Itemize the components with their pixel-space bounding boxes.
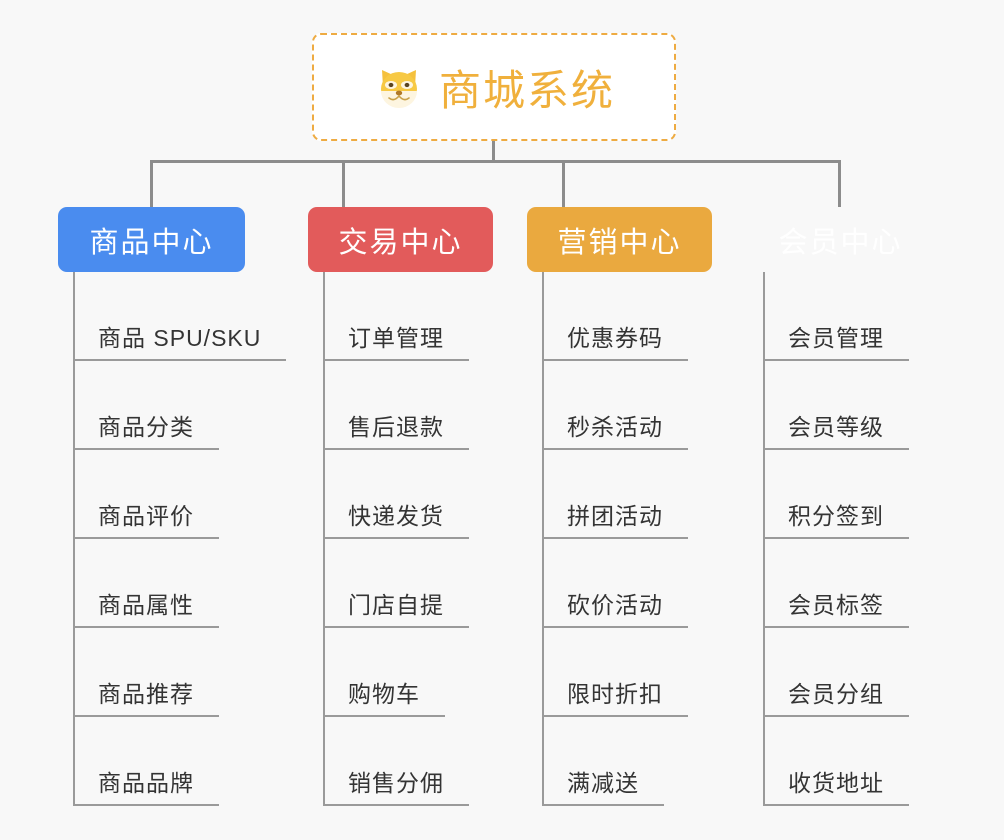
leaf-label: 商品评价 [98, 503, 194, 529]
leaf-label: 收货地址 [788, 770, 884, 796]
connector-drop-product-center [150, 160, 153, 207]
leaf-item[interactable]: 销售分佣 [323, 717, 469, 806]
leaf-label: 商品分类 [98, 414, 194, 440]
leaf-item[interactable]: 秒杀活动 [542, 361, 688, 450]
leaf-item[interactable]: 订单管理 [323, 272, 469, 361]
branch-product-center: 商品中心商品 SPU/SKU 商品分类商品评价商品属性商品推荐商品品牌 [58, 207, 287, 806]
leaf-item[interactable]: 商品 SPU/SKU [73, 272, 287, 361]
leaf-item[interactable]: 快递发货 [323, 450, 469, 539]
branch-header-label: 商品中心 [89, 226, 214, 259]
leaf-item[interactable]: 拼团活动 [542, 450, 688, 539]
leaf-list-member-center: 会员管理会员等级积分签到会员标签会员分组收货地址 [748, 272, 933, 806]
leaf-label: 购物车 [348, 681, 420, 707]
leaf-item[interactable]: 商品推荐 [73, 628, 219, 717]
leaf-item[interactable]: 积分签到 [763, 450, 909, 539]
leaf-label: 秒杀活动 [567, 414, 663, 440]
branch-spine-trade-center [323, 272, 325, 806]
leaf-label: 满减送 [567, 770, 639, 796]
branch-header-label: 营销中心 [557, 226, 682, 259]
leaf-label: 门店自提 [348, 592, 444, 618]
leaf-item[interactable]: 售后退款 [323, 361, 469, 450]
leaf-label: 商品推荐 [98, 681, 194, 707]
leaf-item[interactable]: 砍价活动 [542, 539, 688, 628]
root-title: 商城系统 [438, 66, 615, 114]
branch-header-member-center[interactable]: 会员中心 [748, 207, 933, 272]
connector-root-stem [492, 141, 495, 163]
shiba-dog-face-icon [373, 61, 425, 113]
leaf-item[interactable]: 会员分组 [763, 628, 909, 717]
leaf-label: 商品 SPU/SKU [98, 325, 262, 351]
leaf-label: 会员等级 [788, 414, 884, 440]
leaf-label: 积分签到 [788, 503, 884, 529]
leaf-item[interactable]: 商品评价 [73, 450, 219, 539]
leaf-item[interactable]: 优惠券码 [542, 272, 688, 361]
leaf-item[interactable]: 会员等级 [763, 361, 909, 450]
leaf-item[interactable]: 购物车 [323, 628, 445, 717]
branch-spine-member-center [763, 272, 765, 806]
branch-marketing-center: 营销中心优惠券码秒杀活动拼团活动砍价活动限时折扣满减送 [527, 207, 712, 806]
connector-drop-trade-center [342, 160, 345, 207]
leaf-label: 拼团活动 [567, 503, 663, 529]
leaf-label: 销售分佣 [348, 770, 444, 796]
leaf-label: 售后退款 [348, 414, 444, 440]
branch-header-marketing-center[interactable]: 营销中心 [527, 207, 712, 272]
leaf-item[interactable]: 会员管理 [763, 272, 909, 361]
branch-header-label: 交易中心 [338, 226, 463, 259]
leaf-label: 会员分组 [788, 681, 884, 707]
connector-drop-marketing-center [562, 160, 565, 207]
leaf-label: 会员标签 [788, 592, 884, 618]
connector-horizontal-bar [150, 160, 841, 163]
leaf-label: 订单管理 [348, 325, 444, 351]
leaf-item[interactable]: 商品品牌 [73, 717, 219, 806]
branch-spine-marketing-center [542, 272, 544, 806]
leaf-label: 快递发货 [348, 503, 444, 529]
leaf-label: 限时折扣 [567, 681, 663, 707]
leaf-label: 商品品牌 [98, 770, 194, 796]
leaf-item[interactable]: 会员标签 [763, 539, 909, 628]
leaf-list-marketing-center: 优惠券码秒杀活动拼团活动砍价活动限时折扣满减送 [527, 272, 712, 806]
leaf-list-product-center: 商品 SPU/SKU 商品分类商品评价商品属性商品推荐商品品牌 [58, 272, 287, 806]
leaf-item[interactable]: 收货地址 [763, 717, 909, 806]
leaf-label: 商品属性 [98, 592, 194, 618]
leaf-list-trade-center: 订单管理售后退款快递发货门店自提购物车销售分佣 [308, 272, 493, 806]
branch-header-trade-center[interactable]: 交易中心 [308, 207, 493, 272]
leaf-item[interactable]: 商品分类 [73, 361, 219, 450]
leaf-label: 优惠券码 [567, 325, 663, 351]
connector-drop-member-center [838, 160, 841, 207]
leaf-label: 会员管理 [788, 325, 884, 351]
leaf-item[interactable]: 门店自提 [323, 539, 469, 628]
leaf-label: 砍价活动 [567, 592, 663, 618]
leaf-item[interactable]: 限时折扣 [542, 628, 688, 717]
leaf-item[interactable]: 商品属性 [73, 539, 219, 628]
branch-header-label: 会员中心 [778, 226, 903, 259]
leaf-item[interactable]: 满减送 [542, 717, 664, 806]
branch-header-product-center[interactable]: 商品中心 [58, 207, 245, 272]
branch-member-center: 会员中心会员管理会员等级积分签到会员标签会员分组收货地址 [748, 207, 933, 806]
branch-trade-center: 交易中心订单管理售后退款快递发货门店自提购物车销售分佣 [308, 207, 493, 806]
branch-spine-product-center [73, 272, 75, 806]
root-node[interactable]: 商城系统 [312, 33, 676, 141]
